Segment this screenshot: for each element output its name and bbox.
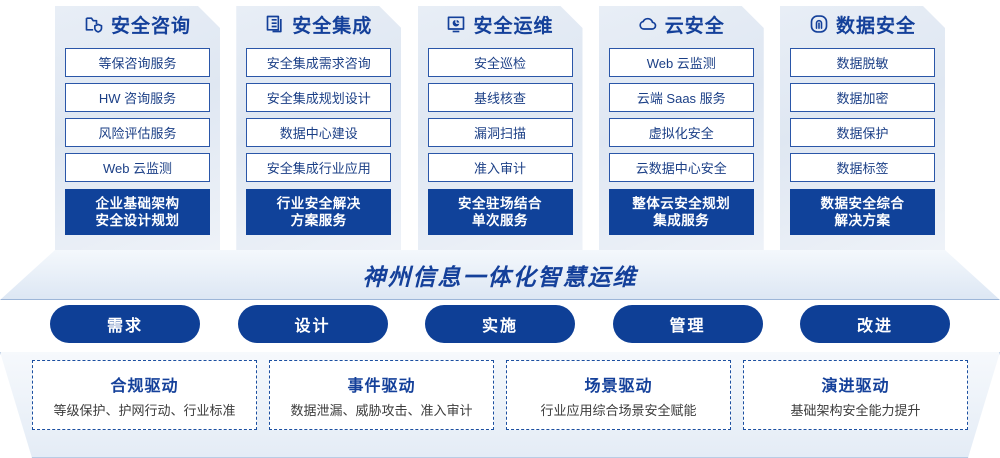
- service-item[interactable]: 安全集成规划设计: [246, 83, 392, 112]
- column-summary: 数据安全综合 解决方案: [790, 189, 935, 235]
- layers-document-icon: [265, 14, 285, 34]
- driver-description: 基础架构安全能力提升: [790, 402, 921, 418]
- service-item[interactable]: 漏洞扫描: [427, 118, 573, 147]
- driver-incident[interactable]: 事件驱动 数据泄漏、威胁攻击、准入审计: [269, 360, 494, 430]
- service-item[interactable]: 数据保护: [790, 118, 935, 147]
- service-column-data-security: 数据安全 数据脱敏 数据加密 数据保护 数据标签 数据安全综合 解决方案: [780, 0, 945, 250]
- driver-compliance[interactable]: 合规驱动 等级保护、护网行动、行业标准: [32, 360, 257, 430]
- platform-banner: 神州信息一体化智慧运维: [0, 250, 1000, 300]
- service-item[interactable]: 数据加密: [790, 83, 935, 112]
- service-columns: 安全咨询 等保咨询服务 HW 咨询服务 风险评估服务 Web 云监测 企业基础架…: [0, 0, 1000, 250]
- column-summary: 行业安全解决 方案服务: [246, 189, 392, 235]
- service-item[interactable]: 虚拟化安全: [608, 118, 754, 147]
- column-summary: 企业基础架构 安全设计规划: [65, 189, 210, 235]
- service-item[interactable]: 准入审计: [427, 153, 573, 182]
- service-column-cloud-security: 云安全 Web 云监测 云端 Saas 服务 虚拟化安全 云数据中心安全 整体云…: [599, 0, 764, 250]
- service-column-security-operations: 安全运维 安全巡检 基线核查 漏洞扫描 准入审计 安全驻场结合 单次服务: [418, 0, 583, 250]
- column-header: 数据安全: [790, 0, 935, 48]
- drivers-panel: 合规驱动 等级保护、护网行动、行业标准 事件驱动 数据泄漏、威胁攻击、准入审计 …: [0, 352, 1000, 458]
- summary-line: 单次服务: [472, 213, 528, 228]
- service-item[interactable]: 等保咨询服务: [65, 48, 210, 77]
- service-item[interactable]: Web 云监测: [65, 153, 210, 182]
- driver-description: 等级保护、护网行动、行业标准: [53, 402, 236, 418]
- banner-title: 神州信息一体化智慧运维: [362, 264, 638, 290]
- pill-implementation[interactable]: 实施: [425, 305, 575, 343]
- service-item[interactable]: HW 咨询服务: [65, 83, 210, 112]
- service-item[interactable]: 云端 Saas 服务: [608, 83, 754, 112]
- pill-improvement[interactable]: 改进: [800, 305, 950, 343]
- service-item[interactable]: 云数据中心安全: [608, 153, 754, 182]
- summary-line: 方案服务: [290, 213, 347, 228]
- column-title: 安全集成: [292, 15, 373, 37]
- summary-line: 数据安全综合: [820, 196, 905, 211]
- monitor-chart-icon: [446, 14, 466, 34]
- driver-evolution[interactable]: 演进驱动 基础架构安全能力提升: [743, 360, 968, 430]
- service-item[interactable]: 数据脱敏: [790, 48, 935, 77]
- column-summary: 安全驻场结合 单次服务: [427, 189, 573, 235]
- summary-line: 企业基础架构: [95, 196, 180, 211]
- service-item[interactable]: 基线核查: [427, 83, 573, 112]
- summary-line: 安全设计规划: [95, 213, 180, 228]
- service-item[interactable]: 数据中心建设: [246, 118, 392, 147]
- column-title: 数据安全: [835, 15, 916, 37]
- fingerprint-icon: [809, 14, 829, 34]
- column-header: 安全运维: [428, 0, 573, 48]
- summary-line: 行业安全解决: [276, 196, 361, 211]
- driver-title: 场景驱动: [584, 377, 653, 395]
- driver-title: 演进驱动: [821, 377, 890, 395]
- folder-shield-icon: [84, 14, 104, 34]
- column-header: 云安全: [609, 0, 754, 48]
- service-item[interactable]: 数据标签: [790, 153, 935, 182]
- column-title: 云安全: [664, 15, 725, 37]
- service-item[interactable]: 安全集成行业应用: [246, 153, 392, 182]
- pill-design[interactable]: 设计: [237, 305, 388, 343]
- column-title: 安全咨询: [110, 15, 191, 37]
- service-column-security-integration: 安全集成 安全集成需求咨询 安全集成规划设计 数据中心建设 安全集成行业应用 行…: [236, 0, 401, 250]
- service-item[interactable]: 安全巡检: [427, 48, 573, 77]
- driver-scenario[interactable]: 场景驱动 行业应用综合场景安全赋能: [506, 360, 731, 430]
- cloud-icon: [638, 14, 658, 34]
- service-column-security-consulting: 安全咨询 等保咨询服务 HW 咨询服务 风险评估服务 Web 云监测 企业基础架…: [55, 0, 220, 250]
- column-header: 安全咨询: [65, 0, 210, 48]
- drivers-list: 合规驱动 等级保护、护网行动、行业标准 事件驱动 数据泄漏、威胁攻击、准入审计 …: [0, 360, 1000, 450]
- column-summary: 整体云安全规划 集成服务: [608, 189, 754, 235]
- driver-title: 事件驱动: [347, 377, 416, 395]
- driver-description: 数据泄漏、威胁攻击、准入审计: [290, 402, 473, 418]
- summary-line: 整体云安全规划: [632, 196, 731, 211]
- service-item[interactable]: 安全集成需求咨询: [246, 48, 392, 77]
- lifecycle-pills: 需求 设计 实施 管理 改进: [0, 305, 1000, 347]
- driver-title: 合规驱动: [110, 377, 179, 395]
- summary-line: 解决方案: [834, 213, 891, 228]
- pill-management[interactable]: 管理: [612, 305, 763, 343]
- summary-line: 安全驻场结合: [458, 196, 542, 211]
- driver-description: 行业应用综合场景安全赋能: [540, 402, 697, 418]
- summary-line: 集成服务: [653, 213, 710, 228]
- column-header: 安全集成: [246, 0, 391, 48]
- service-item[interactable]: Web 云监测: [608, 48, 754, 77]
- pill-requirement[interactable]: 需求: [50, 305, 200, 343]
- service-item[interactable]: 风险评估服务: [65, 118, 210, 147]
- column-title: 安全运维: [473, 15, 554, 37]
